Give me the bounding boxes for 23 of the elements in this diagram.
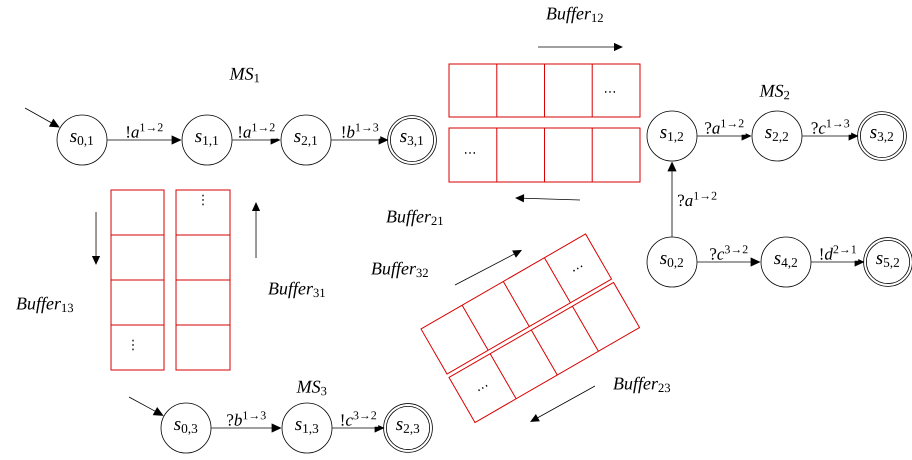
ellipsis: ⋮	[202, 194, 204, 206]
edge-label: ?c$^{3→2}$	[710, 245, 748, 260]
edge-label: !b$^{1→3}$	[342, 123, 378, 138]
buffer-label: Buffer$_{13}$	[16, 296, 74, 314]
edge-label: ?a$^{1→2}$	[705, 119, 744, 134]
machine-label: MS$_{1}$	[229, 68, 260, 82]
edge-label: !d$^{2→1}$	[820, 245, 856, 260]
edge-label: !a$^{1→2}$	[239, 123, 275, 138]
ellipsis: …	[478, 384, 488, 392]
edge-label: !a$^{1→2}$	[127, 123, 163, 138]
ellipsis: …	[605, 91, 615, 93]
edge-label: ?a$^{1→2}$	[678, 192, 716, 206]
buffer-label: Buffer$_{23}$	[613, 376, 670, 394]
buffer-label: Buffer$_{12}$	[546, 6, 603, 24]
ellipsis: …	[573, 265, 582, 272]
edge-label: !c$^{3→2}$	[342, 411, 376, 426]
edge-label: ?c$^{1→3}$	[812, 119, 850, 134]
buffer-label: Buffer$_{32}$	[371, 262, 428, 278]
ellipsis: ⋮	[132, 340, 134, 350]
buffer-label: Buffer$_{21}$	[386, 210, 443, 226]
edge-label: ?b$^{1→3}$	[227, 411, 266, 426]
buffer-label: Buffer$_{31}$	[268, 282, 325, 298]
ellipsis: …	[465, 152, 475, 154]
